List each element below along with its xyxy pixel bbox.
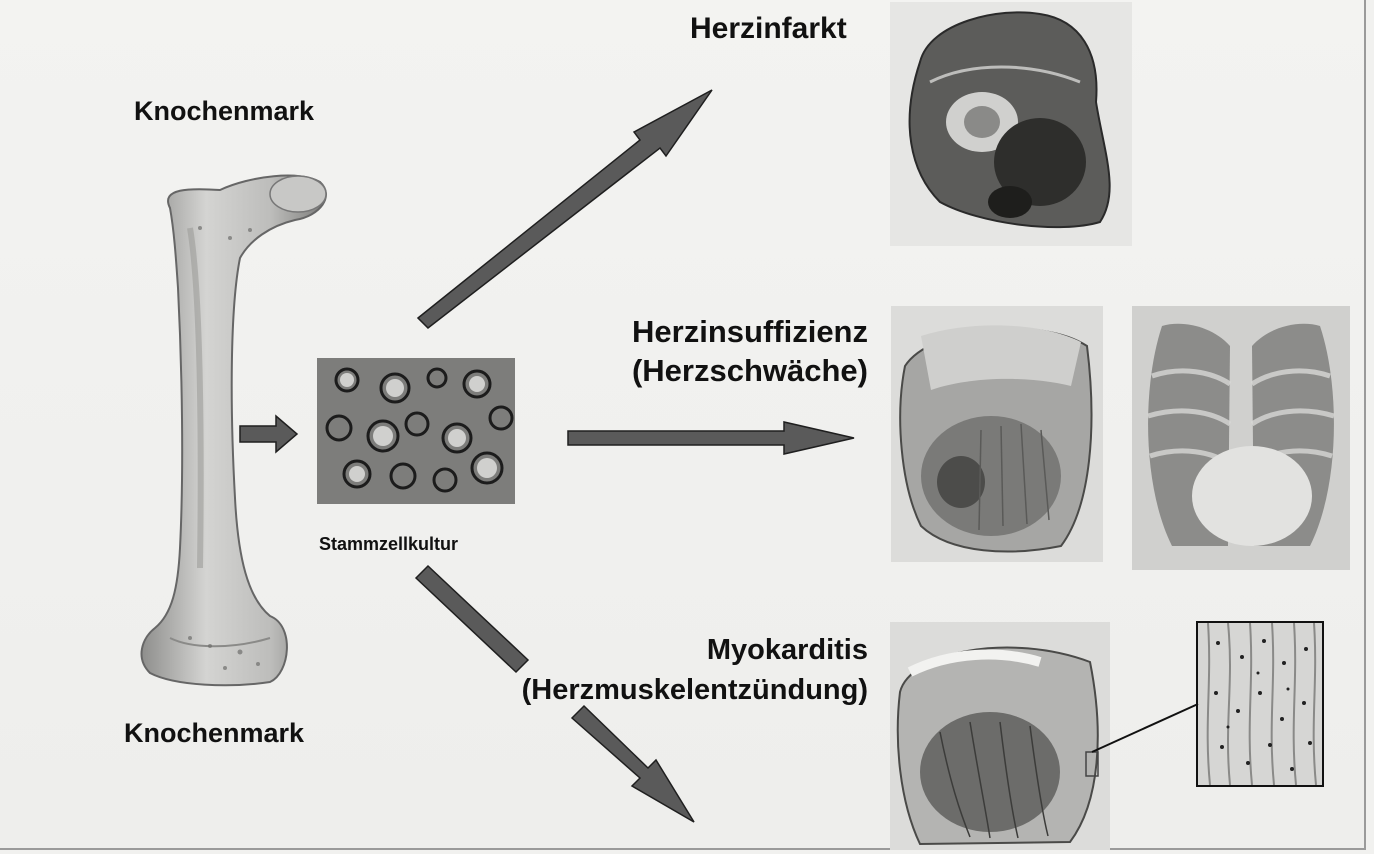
bone-marrow-label-bottom: Knochenmark: [124, 718, 304, 749]
myokarditis-label-line1: Myokarditis: [522, 630, 868, 670]
stem-cell-culture-label: Stammzellkultur: [319, 534, 458, 555]
bone-marrow-label-top: Knochenmark: [134, 96, 314, 127]
infarcted-heart-image: [890, 2, 1132, 246]
chest-xray-image: [1132, 306, 1350, 570]
myokarditis-label-line2: (Herzmuskelentzündung): [522, 670, 868, 710]
herzinsuffizienz-label-line1: Herzinsuffizienz: [632, 312, 868, 351]
herzinsuffizienz-label-line2: (Herzschwäche): [632, 351, 868, 390]
dilated-heart-image: [891, 306, 1103, 562]
histology-image: [1196, 621, 1324, 787]
herzinfarkt-label: Herzinfarkt: [690, 12, 847, 46]
opened-heart-image: [890, 622, 1110, 850]
herzinsuffizienz-label: Herzinsuffizienz (Herzschwäche): [632, 312, 868, 390]
myokarditis-label: Myokarditis (Herzmuskelentzündung): [522, 630, 868, 710]
stem-cell-culture-image: [317, 358, 515, 504]
femur-bone-image: [130, 168, 340, 688]
